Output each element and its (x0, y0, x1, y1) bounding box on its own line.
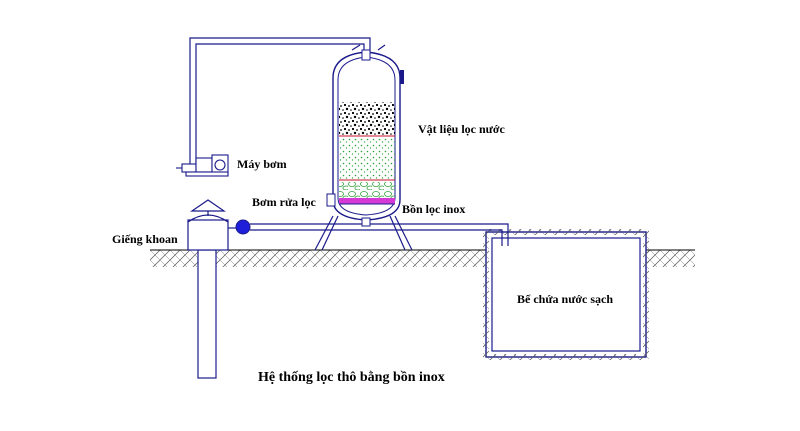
pump-icon (176, 154, 229, 177)
black-media-layer (339, 102, 395, 136)
backwash-pump-label: Bơm rửa lọc (252, 195, 317, 209)
support-layer (339, 198, 395, 204)
well-cap-icon (190, 199, 226, 216)
well-label: Giếng khoan (112, 232, 178, 246)
well (187, 214, 229, 379)
filter-media-layers (339, 102, 395, 205)
gravel-layer (339, 182, 395, 198)
filter-media-label: Vật liệu lọc nước (418, 122, 506, 136)
clean-water-tank (483, 229, 649, 360)
tank-label: Bồn lọc inox (402, 202, 465, 216)
green-sand-layer (339, 138, 395, 180)
backwash-pump-dot-icon (235, 219, 251, 235)
pump-label: Máy bơm (237, 157, 287, 171)
diagram-title: Hệ thống lọc thô bằng bồn inox (258, 370, 445, 385)
clean-tank-label: Bể chứa nước sạch (517, 292, 613, 306)
